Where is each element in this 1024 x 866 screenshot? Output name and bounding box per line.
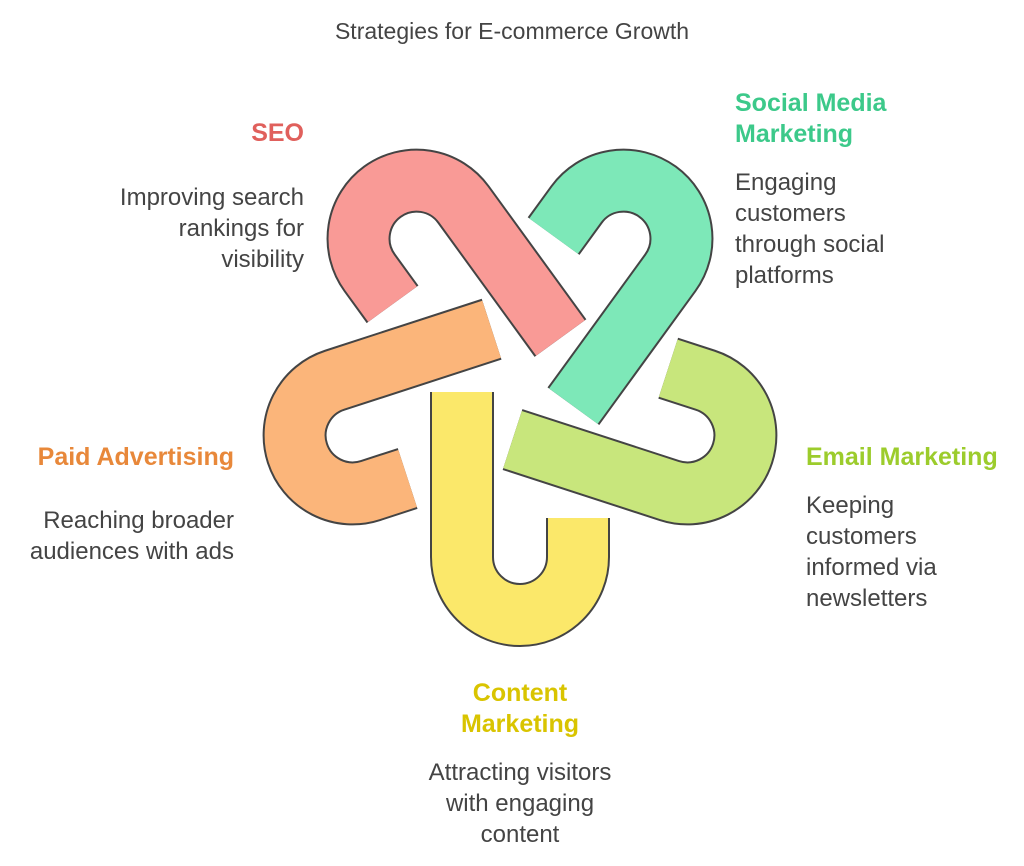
email-description: Keeping customers informed via newslette… xyxy=(806,492,937,612)
paid-loop xyxy=(262,298,502,526)
social-description: Engaging customers through social platfo… xyxy=(735,169,885,289)
paid-heading: Paid Advertising xyxy=(37,443,234,471)
content-heading: Content Marketing xyxy=(460,679,580,738)
seo-heading: SEO xyxy=(251,119,304,147)
paid-description: Reaching broader audiences with ads xyxy=(29,507,234,565)
social-heading: Social Media Marketing xyxy=(735,89,887,148)
diagram-title: Strategies for E-commerce Growth xyxy=(334,18,690,44)
email-heading: Email Marketing xyxy=(806,443,998,471)
content-loop xyxy=(430,392,610,647)
social-loop xyxy=(527,148,714,426)
seo-description: Improving search rankings for visibility xyxy=(119,184,304,273)
content-description: Attracting visitors with engaging conten… xyxy=(428,759,612,848)
seo-loop xyxy=(326,148,587,357)
email-loop xyxy=(502,337,778,526)
